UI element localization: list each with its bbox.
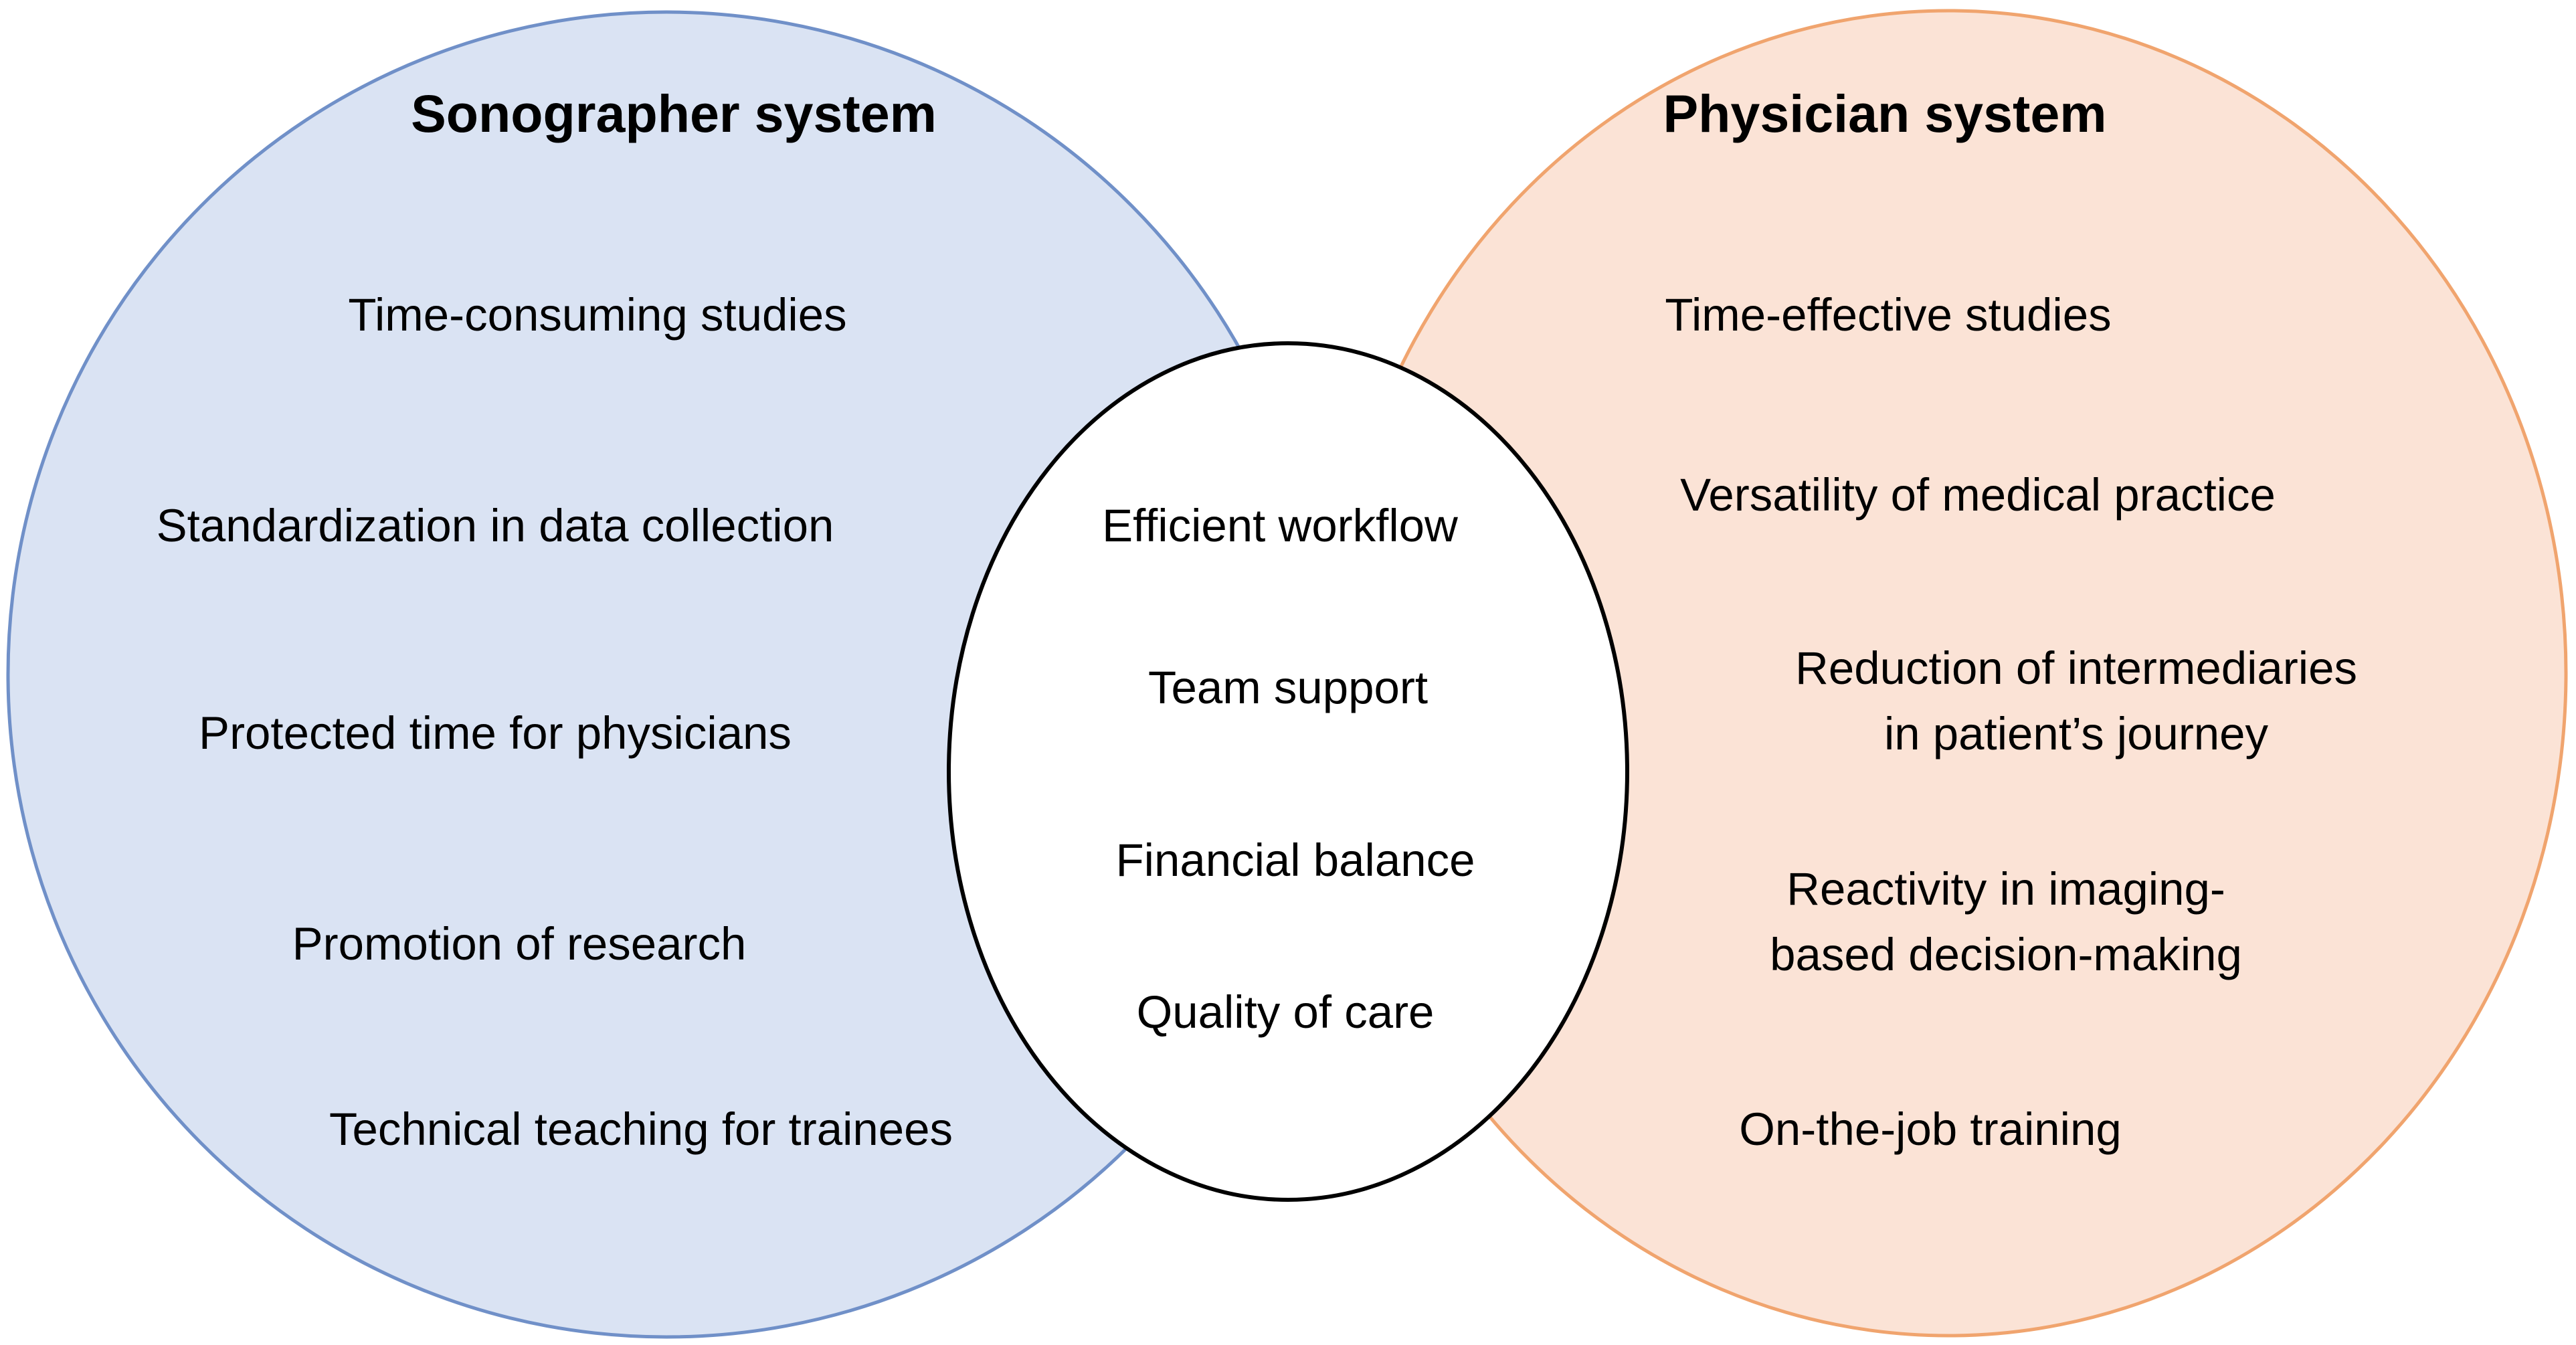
physician-item: On-the-job training [1739, 1103, 2122, 1156]
sonographer-item: Time-consuming studies [348, 289, 847, 341]
sonographer-item: Standardization in data collection [156, 500, 834, 552]
shared-benefits-ellipse [947, 341, 1629, 1202]
physician-system-title: Physician system [1663, 83, 2107, 143]
sonographer-item: Technical teaching for trainees [329, 1103, 953, 1156]
physician-item: Versatility of medical practice [1680, 469, 2276, 521]
shared-item: Financial balance [1115, 834, 1475, 887]
physician-item: Reactivity in imaging- based decision-ma… [1770, 863, 2242, 980]
shared-item: Efficient workflow [1102, 500, 1458, 552]
sonographer-item: Promotion of research [292, 918, 747, 970]
physician-item: Reduction of intermediaries in patient’s… [1795, 642, 2357, 759]
shared-item: Quality of care [1136, 986, 1435, 1039]
sonographer-system-title: Sonographer system [411, 83, 937, 143]
sonographer-item: Protected time for physicians [199, 707, 792, 759]
shared-item: Team support [1147, 662, 1429, 714]
physician-item: Time-effective studies [1665, 289, 2112, 341]
